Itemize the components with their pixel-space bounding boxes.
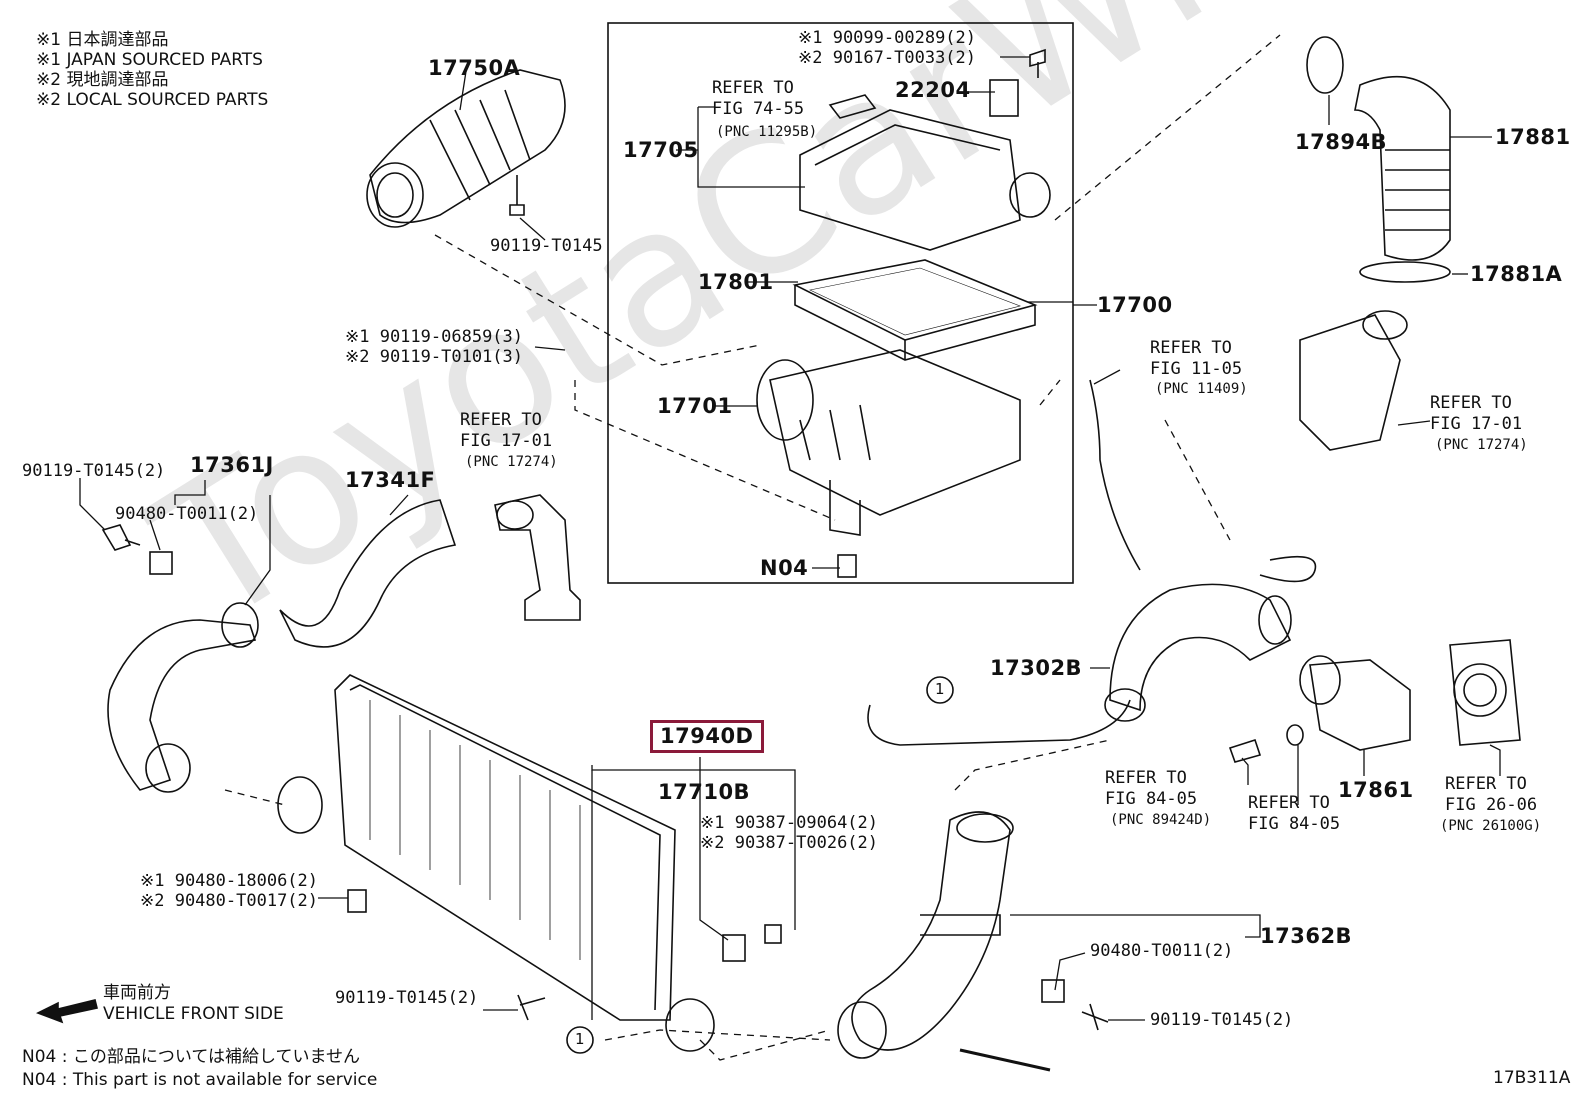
grommet-90480 [347,889,367,913]
refer-fig-26-06-line2[interactable]: FIG 26-06 [1445,795,1538,815]
part-90480-T0011-b[interactable]: 90480-T0011(2) [1090,941,1234,961]
air-cleaner-cap [799,109,1021,251]
callout-number-a: 1 [935,680,945,698]
leader-lines [79,56,1501,1021]
refer-fig-84-05-b-line2[interactable]: FIG 84-05 [1248,814,1341,834]
part-90387-09064[interactable]: ※1 90387-09064(2) [700,813,879,833]
part-N04[interactable]: N04 [760,556,809,580]
part-22204[interactable]: 22204 [895,78,971,102]
bushing-17710B-b [764,924,782,944]
part-90387-T0026[interactable]: ※2 90387-T0026(2) [700,833,879,853]
part-90099-00289[interactable]: ※1 90099-00289(2) [798,28,977,48]
part-90119-T0145-b[interactable]: 90119-T0145(2) [22,461,166,481]
refer-fig-11-05-line3: (PNC 11409) [1155,381,1248,397]
refer-fig-17-01-left-line3: (PNC 17274) [465,454,558,470]
callout-number-b: 1 [575,1030,585,1048]
clamp-17881A [1359,261,1451,283]
intake-duct-17750A [366,69,566,228]
callout-circle-b [566,1026,594,1054]
direction-label-en: VEHICLE FRONT SIDE [103,1004,284,1024]
refer-fig-74-55-line3: (PNC 11295B) [716,124,818,140]
refer-fig-26-06-line1[interactable]: REFER TO [1445,774,1527,794]
refer-fig-11-05-line2[interactable]: FIG 11-05 [1150,359,1243,379]
refer-fig-17-01-left-line2[interactable]: FIG 17-01 [460,431,553,451]
part-17894B[interactable]: 17894B [1295,130,1388,154]
callout-circle-a [926,676,954,704]
legend-line-2: ※1 JAPAN SOURCED PARTS [36,50,263,70]
part-90480-T0011-a[interactable]: 90480-T0011(2) [115,504,259,524]
bushing-90480-b [1041,979,1065,1003]
note-line-jp: N04 : この部品については補給していません [22,1047,361,1067]
legend-line-4: ※2 LOCAL SOURCED PARTS [36,90,269,110]
refer-fig-74-55-line1[interactable]: REFER TO [712,78,794,98]
legend-line-3: ※2 現地調達部品 [36,70,169,90]
figure-code: 17B311A [1493,1068,1571,1088]
intercooler-17940D [277,674,715,1052]
part-17302B[interactable]: 17302B [990,656,1083,680]
bushing-90480 [149,551,173,575]
refer-fig-84-05-a-line3: (PNC 89424D) [1110,812,1212,828]
part-90119-T0145-d[interactable]: 90119-T0145(2) [1150,1010,1294,1030]
pipe-17362B [851,811,1011,1051]
sensor-89424D [1228,738,1262,763]
part-17710B[interactable]: 17710B [658,780,751,804]
refer-fig-84-05-b-line1[interactable]: REFER TO [1248,793,1330,813]
part-90119-06859[interactable]: ※1 90119-06859(3) [345,327,524,347]
part-17881[interactable]: 17881 [1495,125,1571,149]
refer-fig-26-06-line3: (PNC 26100G) [1440,818,1542,834]
pipe-17361J [107,619,257,791]
part-17861[interactable]: 17861 [1338,778,1414,802]
front-arrow-icon [36,999,98,1024]
part-90119-T0101[interactable]: ※2 90119-T0101(3) [345,347,524,367]
part-17361J[interactable]: 17361J [190,453,274,477]
part-17940D-highlighted[interactable]: 17940D [650,720,764,753]
routing-dashed-lines [224,34,1281,1061]
part-90119-T0145[interactable]: 90119-T0145 [490,236,603,256]
part-90480-18006[interactable]: ※1 90480-18006(2) [140,871,319,891]
adapter-17861 [1309,659,1411,751]
refer-fig-74-55-line2[interactable]: FIG 74-55 [712,99,805,119]
mass-air-flow-sensor [989,79,1019,117]
part-17750A[interactable]: 17750A [428,56,521,80]
part-17881A[interactable]: 17881A [1470,262,1563,286]
clamp-17894B [1306,36,1344,94]
air-cleaner-group-box [607,22,1074,584]
throttle-body [1449,639,1521,746]
refer-fig-17-01-right-line2[interactable]: FIG 17-01 [1430,414,1523,434]
part-17701[interactable]: 17701 [657,394,733,418]
refer-fig-84-05-a-line2[interactable]: FIG 84-05 [1105,789,1198,809]
legend-line-1: ※1 日本調達部品 [36,30,169,50]
part-17362B[interactable]: 17362B [1260,924,1353,948]
grommet-N04 [837,554,857,578]
bushing-17710B-a [722,934,746,962]
hose-17881 [1354,75,1451,261]
part-17705[interactable]: 17705 [623,138,699,162]
hose-17341F [279,499,457,648]
refer-fig-11-05-line1[interactable]: REFER TO [1150,338,1232,358]
refer-fig-17-01-right-line1[interactable]: REFER TO [1430,393,1512,413]
direction-label-jp: 車両前方 [103,983,171,1003]
refer-fig-17-01-left-line1[interactable]: REFER TO [460,410,542,430]
air-cleaner-case-17701 [756,349,1021,536]
part-90119-T0145-c[interactable]: 90119-T0145(2) [335,988,479,1008]
bolt-drawing [509,175,525,216]
pipe-17302B [1109,583,1292,712]
filter-element-17801 [792,259,1038,361]
note-line-en: N04 : This part is not available for ser… [22,1070,378,1090]
part-17801[interactable]: 17801 [698,270,774,294]
outlet-pipe-left [494,494,581,621]
part-17341F[interactable]: 17341F [345,468,436,492]
part-90167-T0033[interactable]: ※2 90167-T0033(2) [798,48,977,68]
refer-fig-84-05-a-line1[interactable]: REFER TO [1105,768,1187,788]
outlet-pipe-right [1299,314,1401,451]
part-17700[interactable]: 17700 [1097,293,1173,317]
refer-fig-17-01-right-line3: (PNC 17274) [1435,437,1528,453]
part-90480-T0017[interactable]: ※2 90480-T0017(2) [140,891,319,911]
